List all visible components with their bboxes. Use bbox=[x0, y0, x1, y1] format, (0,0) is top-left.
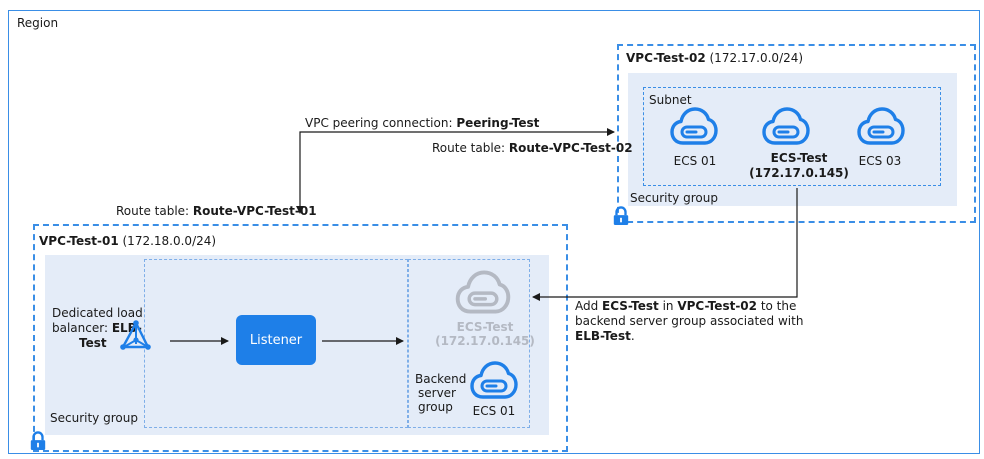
note-line1: Add ECS-Test in VPC-Test-02 to the bbox=[575, 299, 796, 314]
note-line2: backend server group associated with bbox=[575, 314, 804, 328]
elb-label-line2: balancer: ELB- bbox=[52, 321, 142, 336]
route-table-01-name: Route-VPC-Test-01 bbox=[192, 204, 317, 218]
peering-connection-label: VPC peering connection: Peering-Test bbox=[305, 116, 539, 131]
route-table-02-name: Route-VPC-Test-02 bbox=[508, 141, 633, 155]
note-ecs-test: ECS-Test bbox=[602, 299, 659, 313]
region-label: Region bbox=[17, 16, 59, 30]
server-ecs01-label: ECS 01 bbox=[673, 154, 717, 168]
backend-label-line3: group bbox=[418, 400, 453, 414]
note-elb-name: ELB-Test bbox=[575, 329, 631, 343]
vpc-test-02-name: VPC-Test-02 bbox=[626, 51, 706, 65]
ghost-ecs-test-label: ECS-Test bbox=[456, 320, 514, 334]
backend-ecs01-label: ECS 01 bbox=[472, 404, 516, 418]
peering-name: Peering-Test bbox=[456, 116, 540, 130]
note-text: in bbox=[658, 299, 678, 313]
note-text: Add bbox=[575, 299, 603, 313]
note-line3: ELB-Test. bbox=[575, 329, 635, 344]
elb-label-name-part1: ELB- bbox=[111, 321, 142, 335]
backend-label-line2: server bbox=[418, 386, 456, 400]
note-text: . bbox=[630, 329, 635, 343]
backend-label-line1: Backend bbox=[415, 372, 467, 386]
vpc-test-01-cidr: (172.18.0.0/24) bbox=[122, 234, 217, 248]
server-ecs-test-label: ECS-Test bbox=[770, 151, 828, 165]
elb-label-line1: Dedicated load bbox=[52, 306, 143, 320]
server-ecs03-label: ECS 03 bbox=[858, 154, 902, 168]
route-table-02-label: Route table: Route-VPC-Test-02 bbox=[432, 141, 633, 156]
elb-label-prefix: balancer: bbox=[52, 321, 112, 335]
backend-zone bbox=[408, 259, 530, 428]
route-table-02-prefix: Route table: bbox=[432, 141, 509, 155]
ghost-ecs-test-ip: (172.17.0.145) bbox=[435, 334, 535, 348]
vpc-test-02-title: VPC-Test-02 (172.17.0.0/24) bbox=[626, 51, 803, 66]
elb-label-line3: Test bbox=[79, 336, 107, 350]
note-vpc-name: VPC-Test-02 bbox=[677, 299, 757, 313]
vpc-test-02-subnet bbox=[643, 87, 941, 186]
route-table-01-label: Route table: Route-VPC-Test-01 bbox=[116, 204, 317, 219]
server-ecs-test-ip: (172.17.0.145) bbox=[749, 166, 849, 180]
region-boundary bbox=[8, 10, 980, 454]
vpc-test-01-name: VPC-Test-01 bbox=[39, 234, 119, 248]
vpc-test-01-box bbox=[33, 224, 568, 452]
vpc-test-01-security-group-label: Security group bbox=[50, 411, 138, 425]
route-table-01-prefix: Route table: bbox=[116, 204, 193, 218]
vpc-test-02-cidr: (172.17.0.0/24) bbox=[709, 51, 804, 65]
subnet-label: Subnet bbox=[649, 93, 692, 107]
vpc-test-01-title: VPC-Test-01 (172.18.0.0/24) bbox=[39, 234, 216, 249]
peering-prefix: VPC peering connection: bbox=[305, 116, 457, 130]
note-text: to the bbox=[757, 299, 797, 313]
listener-box: Listener bbox=[236, 315, 316, 365]
vpc-test-02-security-group-label: Security group bbox=[630, 191, 718, 205]
listener-label: Listener bbox=[249, 332, 303, 348]
